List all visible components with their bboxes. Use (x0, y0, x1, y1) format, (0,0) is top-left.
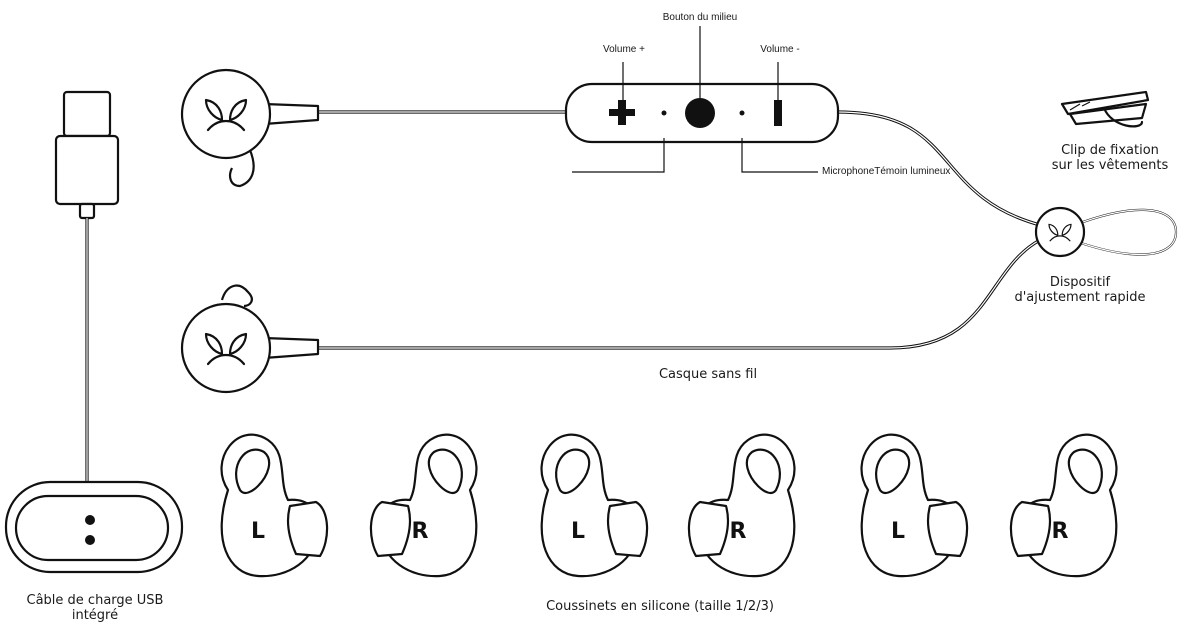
label-quick-adjust: Dispositif d'ajustement rapide (1014, 275, 1146, 305)
label-usb-cable: Câble de charge USB intégré (26, 593, 164, 623)
ear-tip-side-letter: L (891, 519, 905, 544)
ear-tip-l: L (220, 433, 329, 578)
label-volume-up: Volume + (603, 44, 645, 55)
jaybird-logo-icon (204, 98, 248, 132)
remote-control (564, 26, 840, 173)
earbud-top (180, 68, 320, 188)
ear-tip-r: R (687, 433, 796, 578)
middle-button-icon (685, 98, 715, 128)
charging-contact (85, 535, 95, 545)
label-headset: Casque sans fil (658, 367, 758, 382)
ear-tip-r: R (1009, 433, 1118, 578)
microphone-dot (661, 110, 667, 116)
ear-tip-l: L (540, 433, 649, 578)
usb-connector-tip (62, 90, 112, 138)
label-microphone-led: MicrophoneTémoin lumineux (822, 166, 951, 177)
usb-connector-neck (78, 202, 96, 220)
jaybird-logo-icon (1048, 223, 1072, 242)
ear-tip-side-letter: L (571, 519, 585, 544)
ear-tip-r: R (369, 433, 478, 578)
label-volume-down: Volume - (760, 44, 800, 55)
ear-tip-l: L (860, 433, 969, 578)
jaybird-logo-icon (204, 332, 248, 366)
label-clip: Clip de fixation sur les vêtements (1051, 143, 1169, 173)
usb-connector-housing (54, 134, 120, 206)
quick-adjust-slider (1034, 206, 1178, 258)
charging-cradle-inner (14, 494, 170, 562)
label-middle-button: Bouton du milieu (662, 12, 738, 23)
usb-charging-cable (4, 90, 184, 574)
earbud-bottom (180, 284, 320, 394)
ear-tip-side-letter: L (251, 519, 265, 544)
charging-contact (85, 515, 95, 525)
clothing-clip-icon (1060, 90, 1150, 128)
headset-cables (318, 110, 1041, 350)
label-ear-cushions: Coussinets en silicone (taille 1/2/3) (546, 599, 774, 614)
ear-tip-side-letter: R (412, 519, 429, 544)
minus-icon (774, 100, 782, 126)
led-dot (739, 110, 745, 116)
ear-tip-side-letter: R (1052, 519, 1069, 544)
ear-tip-side-letter: R (730, 519, 747, 544)
